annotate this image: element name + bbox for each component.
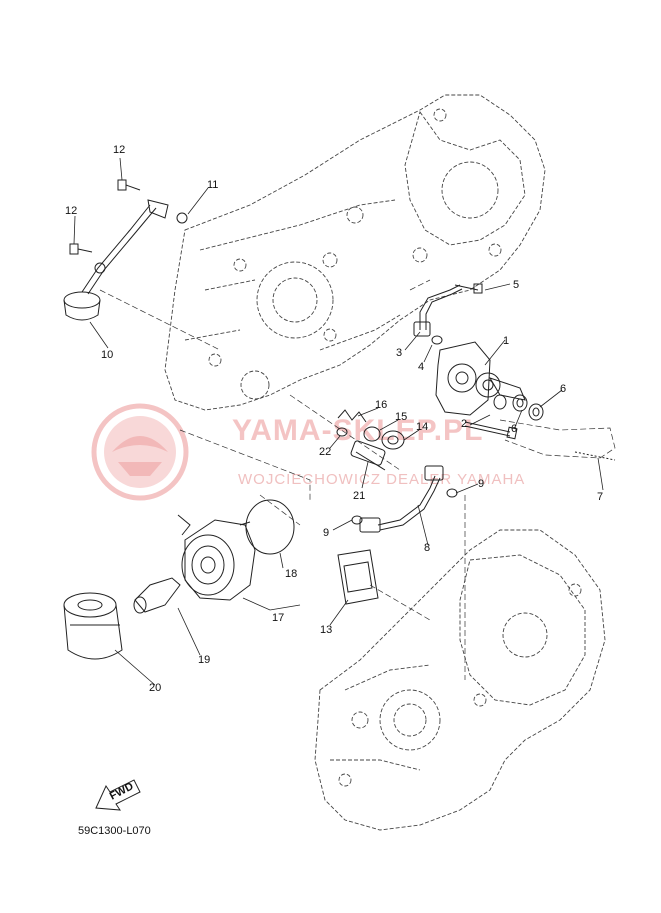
callout-21: 21 bbox=[353, 490, 365, 502]
callout-5: 5 bbox=[513, 279, 519, 291]
drive-chain-7 bbox=[499, 419, 616, 461]
watermark-dealer: WOJCIECHOWICZ DEALER YAMAHA bbox=[238, 471, 525, 488]
union-bolt-19 bbox=[133, 577, 181, 614]
callout-labels: 1 2 3 4 5 6 6 7 8 9 9 10 11 12 12 13 14 … bbox=[65, 144, 603, 694]
o-ring-4 bbox=[431, 335, 443, 345]
callout-16: 16 bbox=[375, 399, 387, 411]
oil-strainer-10 bbox=[63, 199, 169, 321]
bolt-12b bbox=[69, 243, 93, 255]
o-ring-22 bbox=[336, 427, 348, 437]
oil-pump bbox=[435, 341, 526, 416]
callout-22: 22 bbox=[319, 446, 331, 458]
callout-6a: 6 bbox=[560, 383, 566, 395]
callout-7: 7 bbox=[597, 491, 603, 503]
watermark-logo bbox=[91, 403, 189, 501]
callout-19: 19 bbox=[198, 654, 210, 666]
screw-5 bbox=[454, 283, 483, 294]
callout-3: 3 bbox=[396, 347, 402, 359]
callout-13: 13 bbox=[320, 624, 332, 636]
ball-15 bbox=[363, 426, 381, 442]
filter-housing-17 bbox=[177, 514, 256, 601]
relief-valve-21 bbox=[355, 451, 386, 471]
callout-4: 4 bbox=[418, 361, 424, 373]
o-ring-11 bbox=[176, 212, 188, 224]
callout-20: 20 bbox=[149, 682, 161, 694]
callout-12a: 12 bbox=[113, 144, 125, 156]
callout-11: 11 bbox=[207, 179, 218, 191]
collar-6 bbox=[493, 394, 544, 421]
callout-8: 8 bbox=[424, 542, 430, 554]
callout-14: 14 bbox=[416, 421, 428, 433]
oil-filter-20 bbox=[63, 592, 123, 660]
leader-lines bbox=[73, 157, 604, 686]
oil-screen-13 bbox=[337, 549, 379, 605]
callout-12b: 12 bbox=[65, 205, 77, 217]
bolt-12a bbox=[117, 179, 141, 191]
oil-delivery-pipe-upper bbox=[413, 284, 463, 337]
callout-9b: 9 bbox=[323, 527, 329, 539]
reference-lines bbox=[99, 279, 466, 680]
callout-15: 15 bbox=[395, 411, 407, 423]
diagram-code: 59C1300-L070 bbox=[78, 825, 151, 837]
callout-9a: 9 bbox=[478, 478, 484, 490]
oil-pipe-8 bbox=[359, 465, 444, 533]
watermark: YAMA-SKLEP.PL WOJCIECHOWICZ DEALER YAMAH… bbox=[91, 403, 525, 501]
callout-18: 18 bbox=[285, 568, 297, 580]
callout-1: 1 bbox=[503, 335, 509, 347]
crankcase-lower bbox=[314, 529, 606, 831]
callout-2: 2 bbox=[461, 418, 467, 430]
o-ring-18 bbox=[245, 499, 295, 555]
watermark-brand: YAMA-SKLEP.PL bbox=[232, 414, 483, 447]
callout-6b: 6 bbox=[511, 423, 517, 435]
fwd-arrow: FWD bbox=[95, 779, 141, 811]
crankcase-upper bbox=[164, 94, 546, 411]
callout-10: 10 bbox=[101, 349, 113, 361]
callout-17: 17 bbox=[272, 612, 284, 624]
spring-16 bbox=[337, 409, 367, 423]
o-ring-9a bbox=[446, 488, 458, 498]
